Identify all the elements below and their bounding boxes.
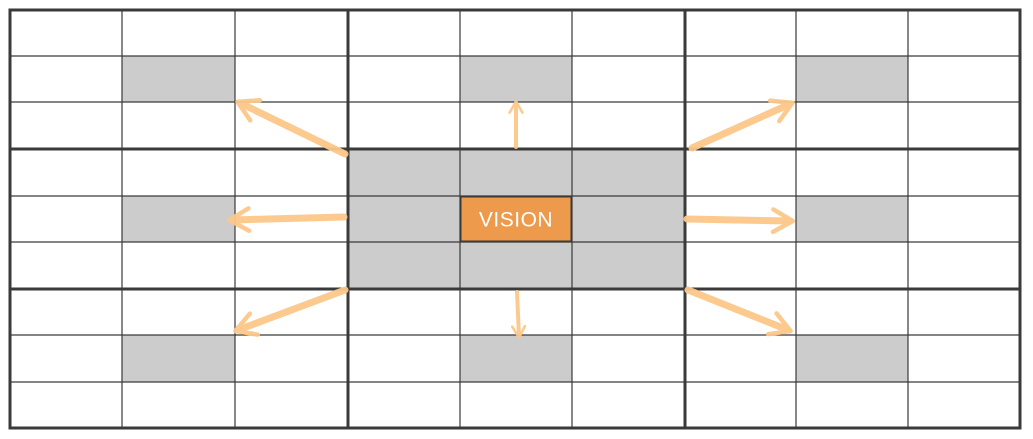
grid-cell xyxy=(460,10,572,56)
grid-cell xyxy=(685,242,796,289)
grid-cell xyxy=(908,335,1020,382)
grid-cell xyxy=(908,102,1020,149)
grid-cell xyxy=(122,382,235,428)
grid-cell xyxy=(460,382,572,428)
arrow-up-left xyxy=(235,98,349,158)
highlighted-cell xyxy=(460,242,572,289)
center-cell-box xyxy=(460,196,572,242)
grid-cell xyxy=(10,382,122,428)
grid-cell xyxy=(10,56,122,102)
grid-cell xyxy=(348,382,460,428)
highlighted-cell xyxy=(460,149,572,196)
grid-cell xyxy=(685,10,796,56)
grid-cell xyxy=(572,382,685,428)
grid-cell xyxy=(235,242,348,289)
grid-cell xyxy=(10,196,122,242)
grid-cell xyxy=(572,102,685,149)
arrow-left xyxy=(226,206,348,233)
grid-cell xyxy=(122,149,235,196)
highlighted-cell xyxy=(348,149,460,196)
grid-cell xyxy=(10,149,122,196)
highlighted-cell xyxy=(460,56,572,102)
highlighted-cell xyxy=(796,335,908,382)
grid-cell xyxy=(122,289,235,335)
grid-cell xyxy=(235,382,348,428)
grid-cell xyxy=(348,335,460,382)
grid-cell xyxy=(235,149,348,196)
grid-cell xyxy=(10,289,122,335)
highlighted-cell xyxy=(122,56,235,102)
highlighted-cell xyxy=(572,242,685,289)
grid-cell xyxy=(685,149,796,196)
grid-cell xyxy=(796,149,908,196)
highlighted-cell xyxy=(796,196,908,242)
grid-cell xyxy=(685,382,796,428)
grid-cell xyxy=(908,10,1020,56)
grid-cells xyxy=(10,10,1020,428)
grid-cell xyxy=(572,289,685,335)
grid-cell xyxy=(10,10,122,56)
highlighted-cell xyxy=(348,196,460,242)
grid-cell xyxy=(908,149,1020,196)
grid-cell xyxy=(10,242,122,289)
grid-cell xyxy=(348,102,460,149)
grid-cell xyxy=(235,335,348,382)
highlighted-cell xyxy=(348,242,460,289)
grid-cell xyxy=(572,335,685,382)
grid-cell xyxy=(235,56,348,102)
grid-cell xyxy=(348,10,460,56)
grid-block-lines xyxy=(8,8,1022,430)
grid-cell xyxy=(796,102,908,149)
grid-cell xyxy=(348,289,460,335)
arrow-down-left xyxy=(233,286,349,337)
grid-cell xyxy=(908,382,1020,428)
highlighted-cell xyxy=(122,196,235,242)
grid-cell xyxy=(685,56,796,102)
grid-cell xyxy=(685,335,796,382)
grid-cell xyxy=(348,56,460,102)
arrow-right xyxy=(683,207,796,235)
grid-cell xyxy=(908,289,1020,335)
grid-cell xyxy=(10,102,122,149)
highlighted-cell xyxy=(122,335,235,382)
grid-cell xyxy=(572,10,685,56)
grid-cell xyxy=(572,56,685,102)
grid-cell xyxy=(10,335,122,382)
arrow-up-right xyxy=(688,98,795,152)
grid-cell xyxy=(908,196,1020,242)
highlighted-cell xyxy=(572,196,685,242)
grid-cell xyxy=(796,242,908,289)
center-cell: VISION xyxy=(460,196,572,242)
grid-cell xyxy=(122,242,235,289)
grid-cell xyxy=(796,382,908,428)
grid-cell xyxy=(235,10,348,56)
arrow-down xyxy=(510,290,527,339)
grid-cell xyxy=(796,289,908,335)
highlighted-cell xyxy=(572,149,685,196)
arrows xyxy=(226,98,796,339)
highlighted-cell xyxy=(796,56,908,102)
grid-cell xyxy=(908,56,1020,102)
center-label: VISION xyxy=(479,209,553,232)
highlighted-cell xyxy=(460,335,572,382)
grid-cell xyxy=(908,242,1020,289)
grid-cell xyxy=(796,10,908,56)
arrow-down-right xyxy=(684,286,793,337)
grid-cell xyxy=(122,102,235,149)
grid-cell xyxy=(122,10,235,56)
